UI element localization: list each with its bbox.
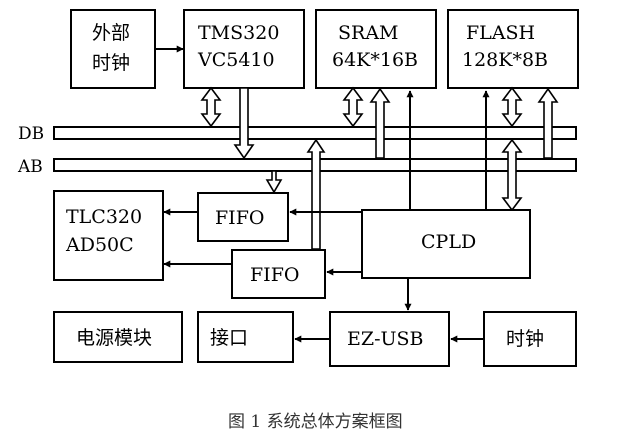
ezusb-block — [329, 311, 450, 367]
dsp-db-arrow — [200, 86, 222, 128]
flash-db-arrow — [501, 86, 523, 128]
figure-caption: 图 1 系统总体方案框图 — [228, 412, 403, 432]
data-bus-label: DB — [18, 124, 44, 144]
clock-block — [483, 311, 577, 367]
fifo-bottom-to-db-arrow — [306, 138, 326, 250]
sram-block — [315, 9, 437, 89]
interface-label: 接口 — [210, 327, 248, 349]
dsp-block — [183, 9, 305, 89]
flash-block — [447, 9, 579, 89]
sram-label-2: 64K*16B — [332, 49, 418, 71]
fifo-top-block — [197, 192, 289, 242]
clock-label: 时钟 — [506, 328, 544, 350]
cpld-block — [361, 209, 531, 279]
dsp-label-1: TMS320 — [198, 22, 279, 44]
ezusb-label: EZ-USB — [347, 328, 423, 350]
sram-db-arrow — [342, 86, 364, 128]
flash-label-2: 128K*8B — [462, 49, 548, 71]
address-bus-label: AB — [17, 157, 43, 177]
flash-label-1: FLASH — [466, 22, 535, 44]
fifo-bottom-label: FIFO — [250, 264, 299, 286]
external-clock-label-2: 时钟 — [92, 52, 130, 74]
interface-block — [197, 311, 294, 363]
fifo-bottom-block — [231, 249, 326, 299]
cpld-label: CPLD — [421, 231, 476, 253]
sram-label-1: SRAM — [338, 22, 399, 44]
bus-to-fifo-top-arrow — [265, 170, 283, 194]
codec-block — [53, 190, 164, 281]
codec-label-2: AD50C — [65, 234, 134, 256]
codec-label-1: TLC320 — [66, 206, 142, 228]
data-bus — [53, 126, 577, 140]
external-clock-label-1: 外部 — [92, 22, 130, 44]
external-clock-block — [70, 9, 156, 89]
ab-flash-arrow — [537, 87, 559, 159]
fifo-top-label: FIFO — [215, 207, 264, 229]
dsp-ab-arrow — [233, 87, 255, 160]
dsp-label-2: VC5410 — [197, 49, 275, 71]
power-block — [53, 311, 183, 363]
ab-sram-arrow — [369, 87, 391, 159]
cpld-db-arrow — [501, 138, 523, 212]
power-label: 电源模块 — [76, 327, 152, 349]
